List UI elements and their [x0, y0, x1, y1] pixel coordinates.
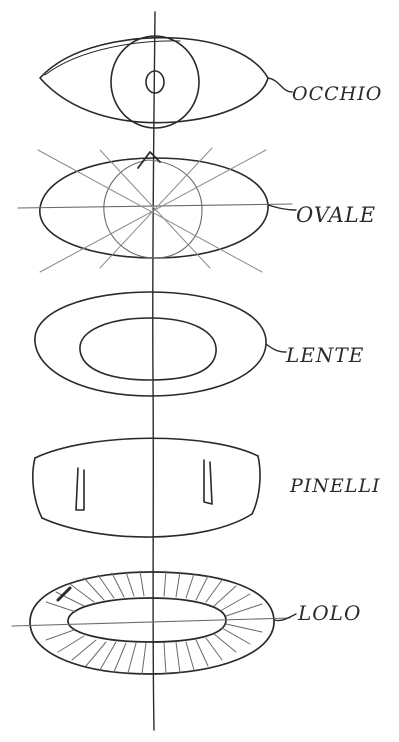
label-ovale: OVALE	[296, 203, 376, 227]
lente-inner	[80, 318, 216, 380]
pinelli-bottom-edge	[42, 514, 252, 537]
label-occhio: OCCHIO	[292, 83, 382, 105]
lolo-outer	[30, 572, 274, 674]
pinelli-right-side	[252, 456, 260, 514]
label-lente: LENTE	[285, 343, 364, 367]
lente-leader-line	[266, 344, 286, 352]
pinelli-left-pin	[76, 468, 84, 510]
shape-ovale	[18, 148, 296, 272]
pinelli-top-edge	[35, 438, 258, 458]
shape-lente	[35, 292, 286, 396]
shape-pinelli	[33, 438, 260, 537]
pinelli-left-side	[33, 458, 42, 518]
pinelli-right-pin	[204, 460, 212, 504]
shape-lolo	[12, 571, 296, 674]
shape-occhio	[40, 36, 292, 128]
ovale-leader-line	[268, 205, 296, 210]
label-pinelli: PINELLI	[289, 475, 381, 497]
lolo-leader-line	[274, 614, 296, 621]
label-lolo: LOLO	[297, 601, 361, 625]
ovale-horizontal-guide	[18, 204, 292, 208]
ovale-diagonal-guide-4	[100, 148, 212, 268]
occhio-leader-line	[268, 78, 292, 92]
lolo-horizontal-guide	[12, 618, 290, 626]
lolo-ribs	[46, 571, 262, 674]
